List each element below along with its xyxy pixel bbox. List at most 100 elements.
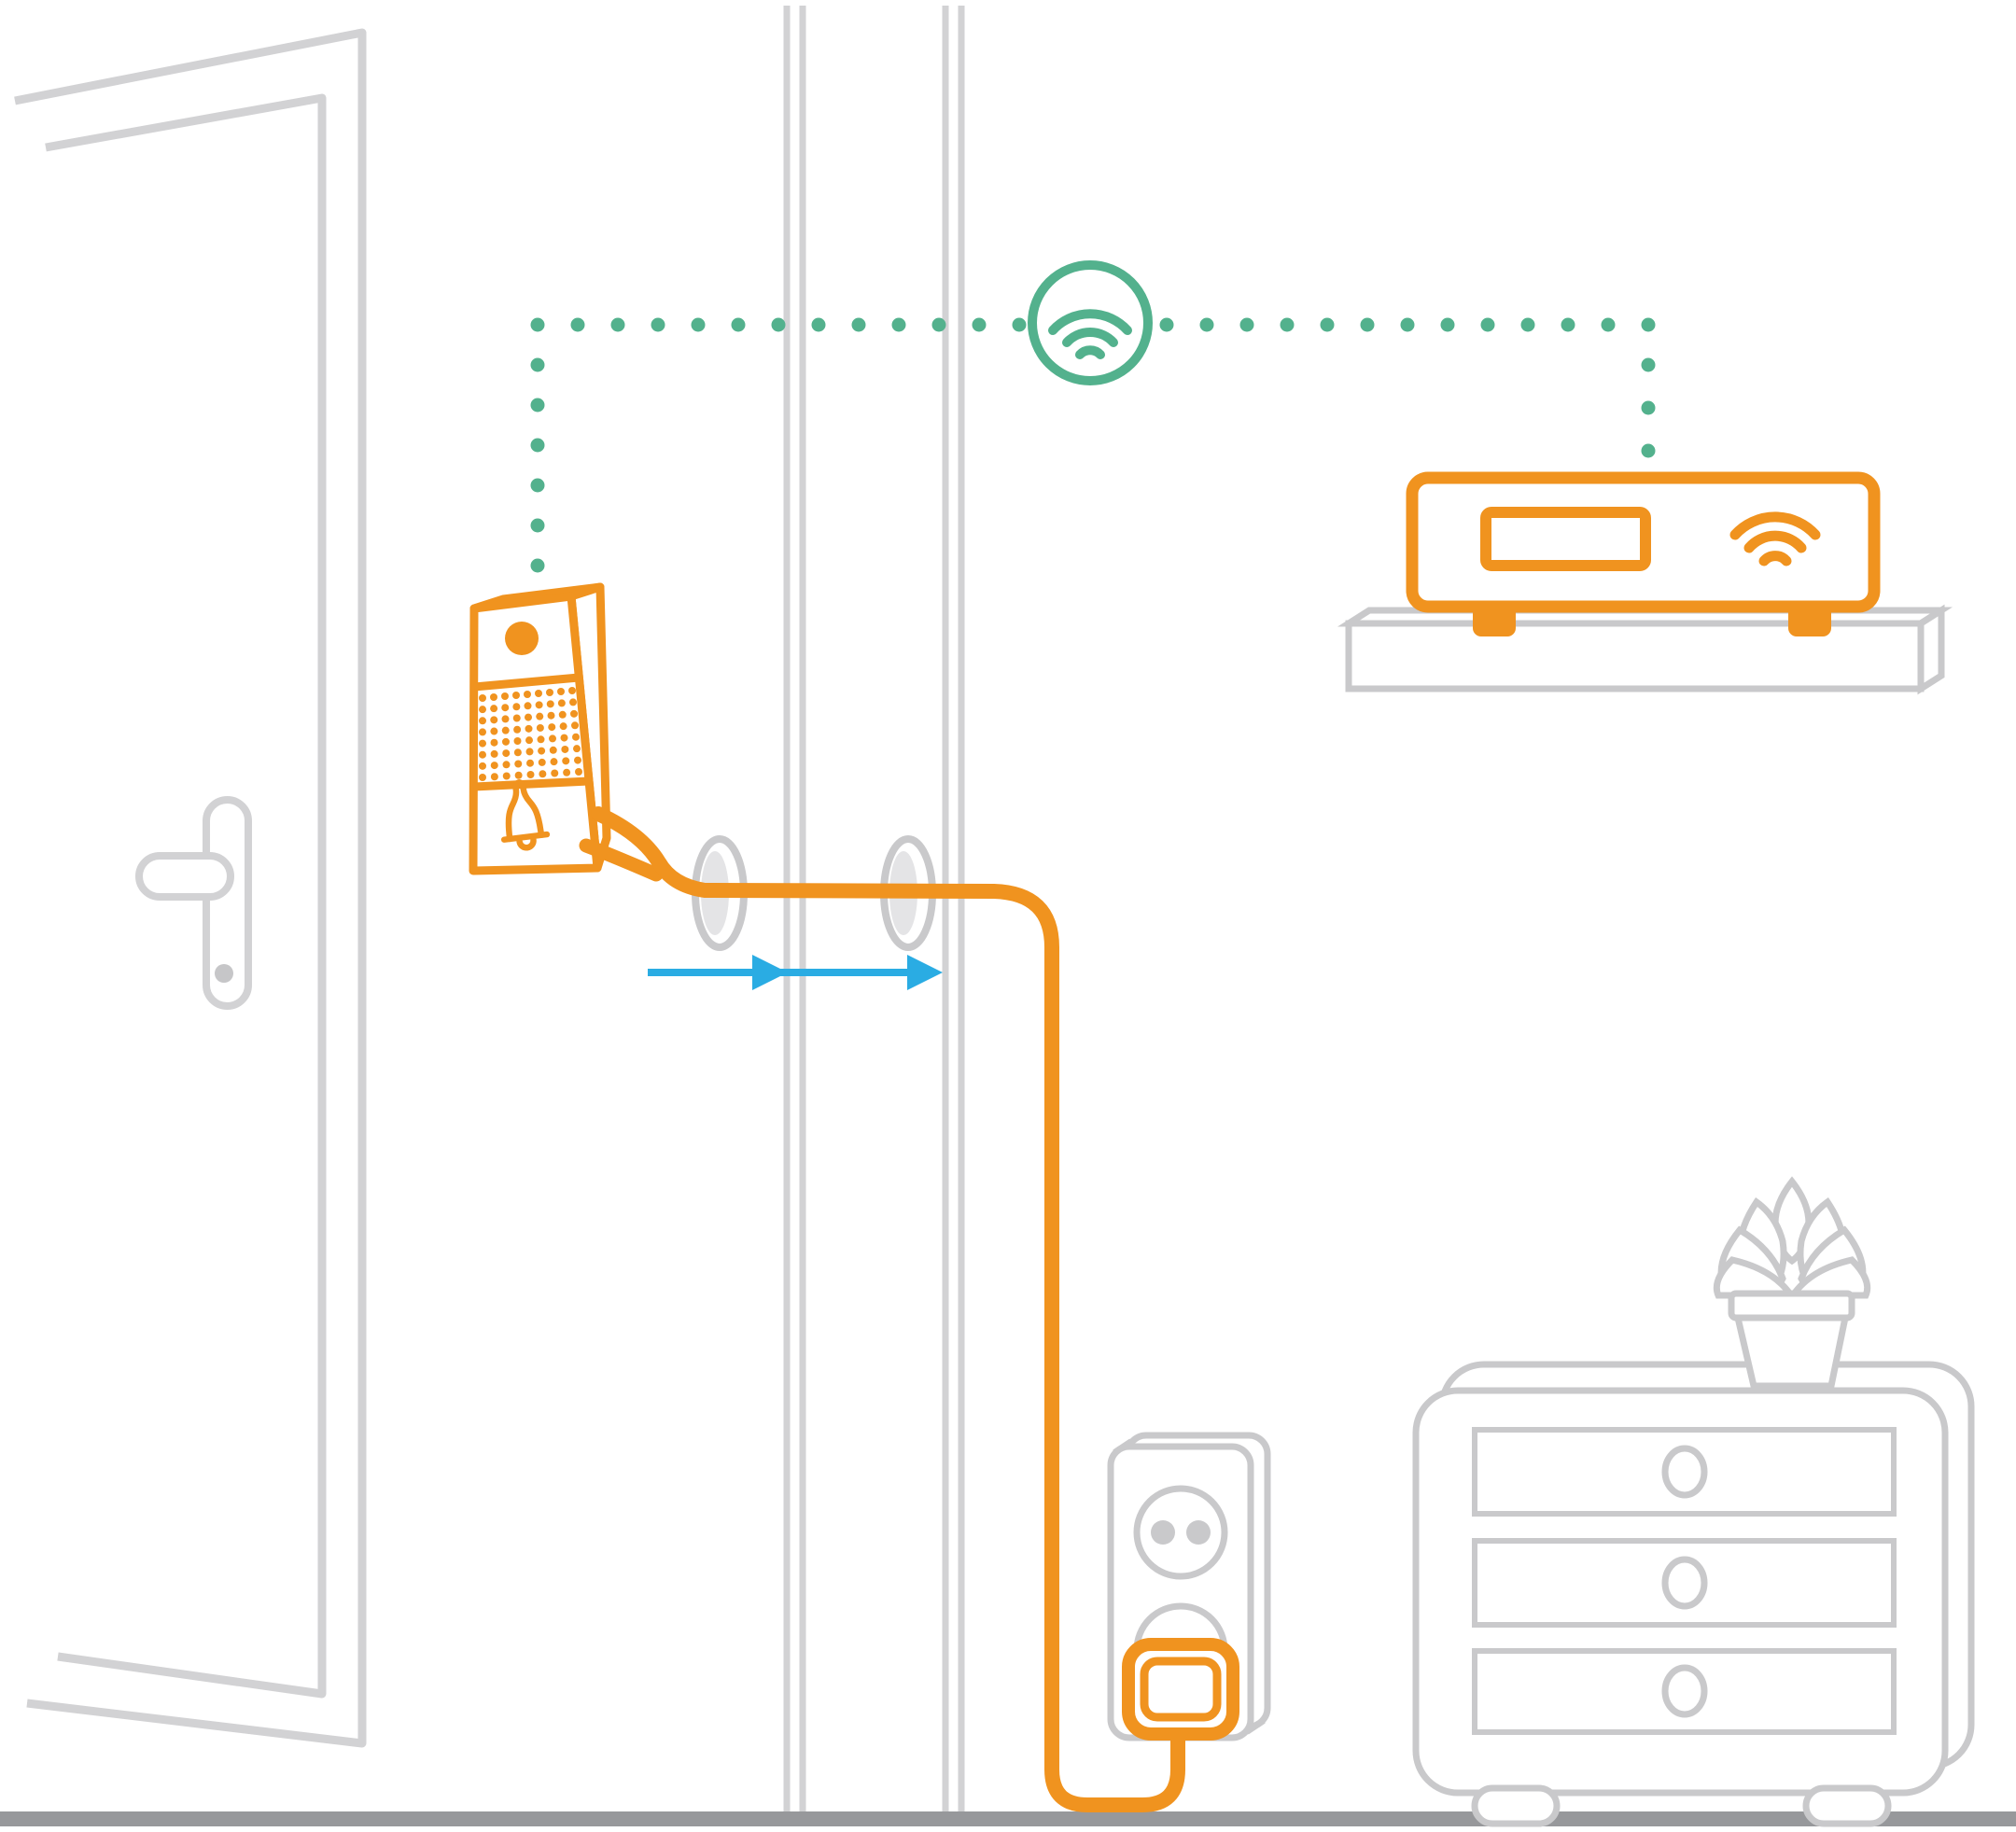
- dot: [1320, 317, 1335, 332]
- dot: [513, 748, 522, 757]
- wall-shelf: [1337, 604, 1953, 695]
- dotted-line-horizontal-left: [530, 317, 1027, 332]
- dot: [479, 694, 486, 702]
- plug-body: [1122, 1638, 1239, 1741]
- doorbell: [469, 582, 611, 875]
- dot: [512, 692, 520, 699]
- dot: [1280, 317, 1295, 332]
- dot: [513, 737, 522, 745]
- dot: [1480, 317, 1495, 332]
- router-wifi-icon: [1729, 511, 1821, 566]
- dotted-line-to-router: [1641, 357, 1656, 458]
- dot: [539, 770, 547, 778]
- door-frame-outer-edge: [14, 28, 367, 1748]
- dotted-line-to-doorbell: [530, 357, 545, 573]
- drawer-knob: [1661, 1556, 1708, 1610]
- dot: [563, 768, 571, 776]
- dot: [731, 317, 746, 332]
- router-display: [1480, 507, 1651, 571]
- dot: [479, 706, 486, 714]
- door: [14, 28, 367, 1748]
- dot: [479, 762, 486, 770]
- succulent-leaves: [1713, 1176, 1871, 1301]
- dot: [1012, 317, 1027, 332]
- dot: [502, 749, 511, 758]
- dot: [1520, 317, 1535, 332]
- dot: [548, 723, 556, 732]
- dot: [549, 734, 556, 743]
- dot: [574, 756, 581, 764]
- wifi-icon: [1048, 309, 1132, 359]
- through-wall-arrow: [648, 955, 943, 990]
- dot: [524, 691, 531, 698]
- dot: [651, 317, 665, 332]
- cable-loop: [579, 838, 664, 882]
- dot: [1360, 317, 1375, 332]
- dot: [525, 736, 533, 745]
- arrow-head: [752, 955, 788, 990]
- dot: [569, 698, 577, 706]
- dot: [561, 745, 569, 753]
- lever-handle: [135, 852, 234, 901]
- door-frame-inner-edge: [45, 93, 327, 1699]
- dot: [512, 714, 521, 722]
- dot: [502, 761, 511, 769]
- dot: [559, 722, 567, 731]
- socket-pin-hole: [1151, 1520, 1175, 1545]
- dot: [501, 715, 510, 723]
- dot: [1561, 317, 1575, 332]
- dot: [514, 760, 523, 768]
- dot: [525, 748, 534, 756]
- dot: [972, 317, 987, 332]
- wifi-badge-circle: [1028, 260, 1153, 385]
- dot: [557, 699, 566, 707]
- dot: [501, 726, 510, 734]
- outlet-upper-socket: [1133, 1485, 1228, 1580]
- wall-cross-section: [783, 6, 965, 1811]
- wifi-badge: [1028, 260, 1153, 385]
- dot: [572, 733, 580, 741]
- potted-plant: [1713, 1176, 1871, 1390]
- dot: [691, 317, 706, 332]
- dot: [530, 558, 545, 573]
- cabinet-foot: [1471, 1784, 1561, 1827]
- cabinet: [1412, 1361, 1975, 1827]
- dot: [536, 723, 544, 732]
- dot: [479, 728, 486, 736]
- dot: [551, 769, 559, 777]
- dot: [573, 745, 581, 753]
- dot: [538, 747, 546, 755]
- dot: [530, 357, 545, 372]
- dot: [771, 317, 786, 332]
- dot: [568, 687, 576, 694]
- dot: [502, 737, 510, 746]
- socket-pin-hole: [1186, 1520, 1211, 1545]
- dot: [558, 710, 567, 719]
- arrow-head: [907, 955, 943, 990]
- dot: [610, 317, 625, 332]
- dot: [524, 702, 532, 710]
- bell-icon: [505, 779, 545, 843]
- dot: [530, 317, 545, 332]
- cable-run: [591, 806, 1185, 1812]
- dot: [479, 750, 486, 759]
- dot: [537, 735, 545, 744]
- dot: [526, 759, 534, 767]
- dot: [557, 688, 565, 695]
- keyhole: [215, 964, 233, 983]
- handle-escutcheon-plate: [203, 796, 252, 1010]
- cabinet-foot: [1802, 1784, 1892, 1827]
- dot: [547, 711, 555, 720]
- dot: [570, 709, 578, 718]
- dot: [571, 721, 579, 730]
- door-handle: [135, 796, 252, 1010]
- plug-face: [1140, 1657, 1222, 1722]
- dot: [479, 717, 486, 725]
- dot: [549, 746, 557, 754]
- dot: [479, 774, 486, 781]
- dot: [560, 734, 568, 742]
- dot: [1641, 317, 1656, 332]
- dot: [811, 317, 826, 332]
- dot: [536, 712, 544, 720]
